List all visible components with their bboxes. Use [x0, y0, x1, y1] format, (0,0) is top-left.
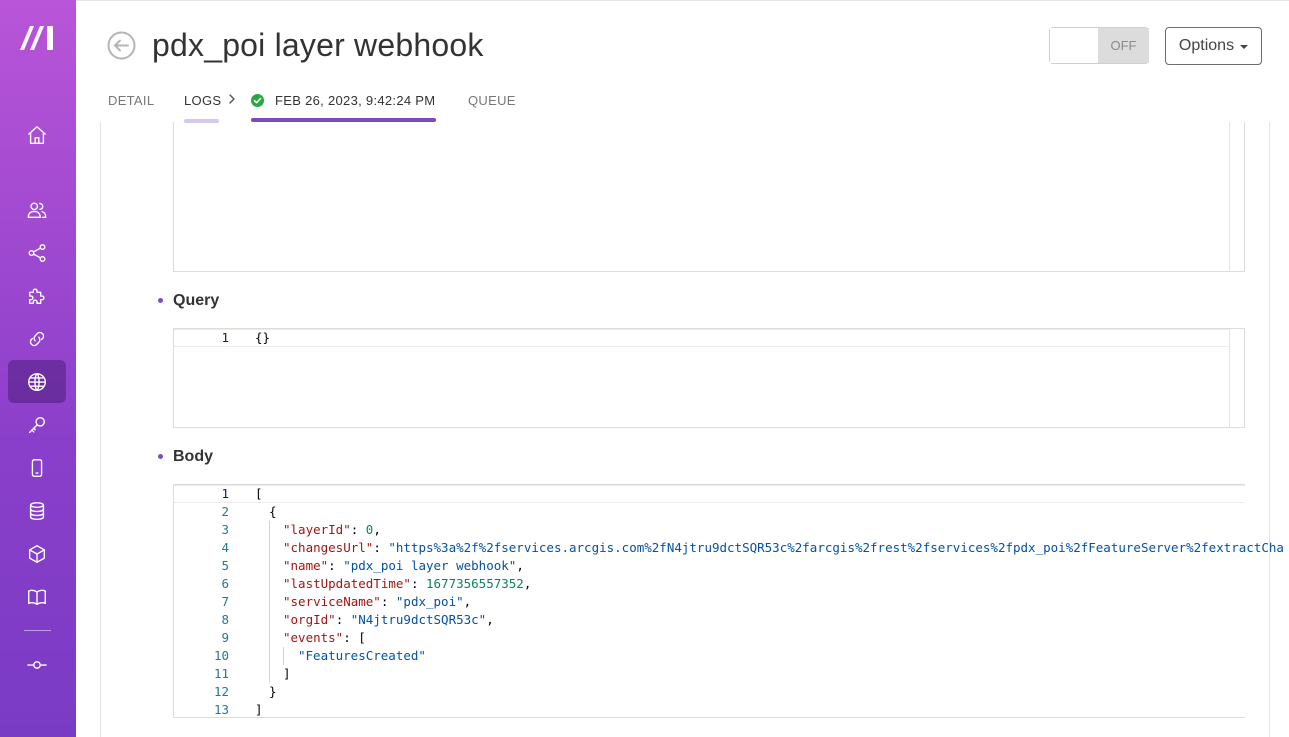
caret-down-icon — [1240, 44, 1249, 49]
body-bullet — [158, 454, 163, 459]
code-line: { — [269, 504, 277, 519]
app-logo-icon[interactable] — [18, 24, 58, 52]
home-icon — [28, 125, 46, 144]
code-line: "lastUpdatedTime": 1677356557352, — [283, 576, 532, 591]
code-line: "changesUrl": "https%3a%2f%2fservices.ar… — [283, 540, 1284, 555]
tab-detail[interactable]: DETAIL — [108, 93, 155, 108]
success-check-icon — [251, 94, 264, 107]
sidebar-item-webhooks[interactable] — [8, 360, 66, 403]
log-detail-panel: Query 1 {} Body 1 2 3 4 5 6 7 8 9 10 11 — [100, 112, 1284, 737]
book-icon — [28, 589, 46, 605]
query-bullet — [158, 298, 163, 303]
tab-logs[interactable]: LOGS — [184, 93, 222, 108]
sidebar-item-keys[interactable] — [8, 403, 66, 446]
current-line-highlight — [174, 329, 1229, 347]
query-label: Query — [173, 292, 220, 309]
tab-queue[interactable]: QUEUE — [468, 93, 516, 108]
sidebar — [0, 0, 76, 737]
sidebar-item-home[interactable] — [8, 113, 66, 156]
chevron-right-icon — [229, 94, 235, 104]
current-line-highlight — [174, 485, 1245, 503]
globe-icon — [28, 372, 46, 391]
indent-guide — [283, 647, 284, 665]
line-number: 12 — [213, 684, 229, 699]
toggle-state-label: OFF — [1098, 28, 1149, 63]
page-header: pdx_poi layer webhook OFF Options DETAIL… — [76, 0, 1289, 123]
enable-toggle[interactable]: OFF — [1049, 27, 1149, 64]
puzzle-icon — [28, 287, 45, 304]
sidebar-item-mobile[interactable] — [8, 446, 66, 489]
line-number: 11 — [213, 666, 229, 681]
code-line: "orgId": "N4jtru9dctSQR53c", — [283, 612, 494, 627]
sidebar-item-data[interactable] — [8, 489, 66, 532]
code-line: "serviceName": "pdx_poi", — [283, 594, 472, 609]
tab-log-entry[interactable]: FEB 26, 2023, 9:42:24 PM — [275, 93, 436, 108]
sidebar-item-share[interactable] — [8, 231, 66, 274]
share-icon — [28, 243, 46, 262]
body-editor[interactable]: 1 2 3 4 5 6 7 8 9 10 11 12 13 [ { "layer… — [173, 484, 1284, 718]
code-line: "name": "pdx_poi layer webhook", — [283, 558, 524, 573]
line-number: 1 — [221, 330, 229, 345]
indent-guide — [269, 521, 270, 683]
headers-editor[interactable] — [173, 112, 1245, 272]
code-line: ] — [283, 666, 291, 681]
commit-icon — [27, 660, 47, 669]
tab-log-entry-underline — [251, 118, 436, 122]
link-icon — [29, 331, 45, 346]
line-number: 7 — [221, 594, 229, 609]
line-number: 5 — [221, 558, 229, 573]
users-icon — [27, 201, 47, 218]
query-editor[interactable]: 1 {} — [173, 328, 1245, 428]
options-button-label: Options — [1178, 37, 1235, 54]
database-icon — [29, 501, 45, 520]
line-number: 13 — [213, 702, 229, 717]
code-line: ] — [255, 702, 263, 717]
line-number: 10 — [213, 648, 229, 663]
options-button[interactable]: Options — [1165, 27, 1262, 65]
code-line: } — [269, 684, 277, 699]
body-label: Body — [173, 448, 213, 465]
code-line: "FeaturesCreated" — [298, 648, 426, 663]
mobile-icon — [31, 458, 43, 477]
page-title: pdx_poi layer webhook — [152, 27, 484, 63]
editor-scrollbar[interactable] — [1229, 113, 1244, 271]
toggle-knob — [1050, 28, 1098, 63]
back-arrow-icon[interactable] — [107, 31, 136, 60]
line-number: 3 — [221, 522, 229, 537]
code-line: [ — [255, 486, 263, 501]
line-number: 6 — [221, 576, 229, 591]
line-number: 4 — [221, 540, 229, 555]
code-line: "events": [ — [283, 630, 366, 645]
code-line: "layerId": 0, — [283, 522, 381, 537]
editor-scrollbar[interactable] — [1229, 329, 1244, 427]
line-number: 8 — [221, 612, 229, 627]
sidebar-item-packages[interactable] — [8, 532, 66, 575]
sidebar-item-links[interactable] — [8, 317, 66, 360]
line-number: 2 — [221, 504, 229, 519]
sidebar-divider — [24, 630, 51, 631]
cube-icon — [28, 544, 46, 563]
sidebar-item-commits[interactable] — [8, 643, 66, 686]
sidebar-item-users[interactable] — [8, 188, 66, 231]
tab-logs-underline — [184, 119, 219, 123]
code-line: {} — [255, 330, 271, 345]
sidebar-item-docs[interactable] — [8, 575, 66, 618]
line-number: 1 — [221, 486, 229, 501]
sidebar-item-integrations[interactable] — [8, 274, 66, 317]
key-icon — [28, 416, 46, 433]
line-number: 9 — [221, 630, 229, 645]
